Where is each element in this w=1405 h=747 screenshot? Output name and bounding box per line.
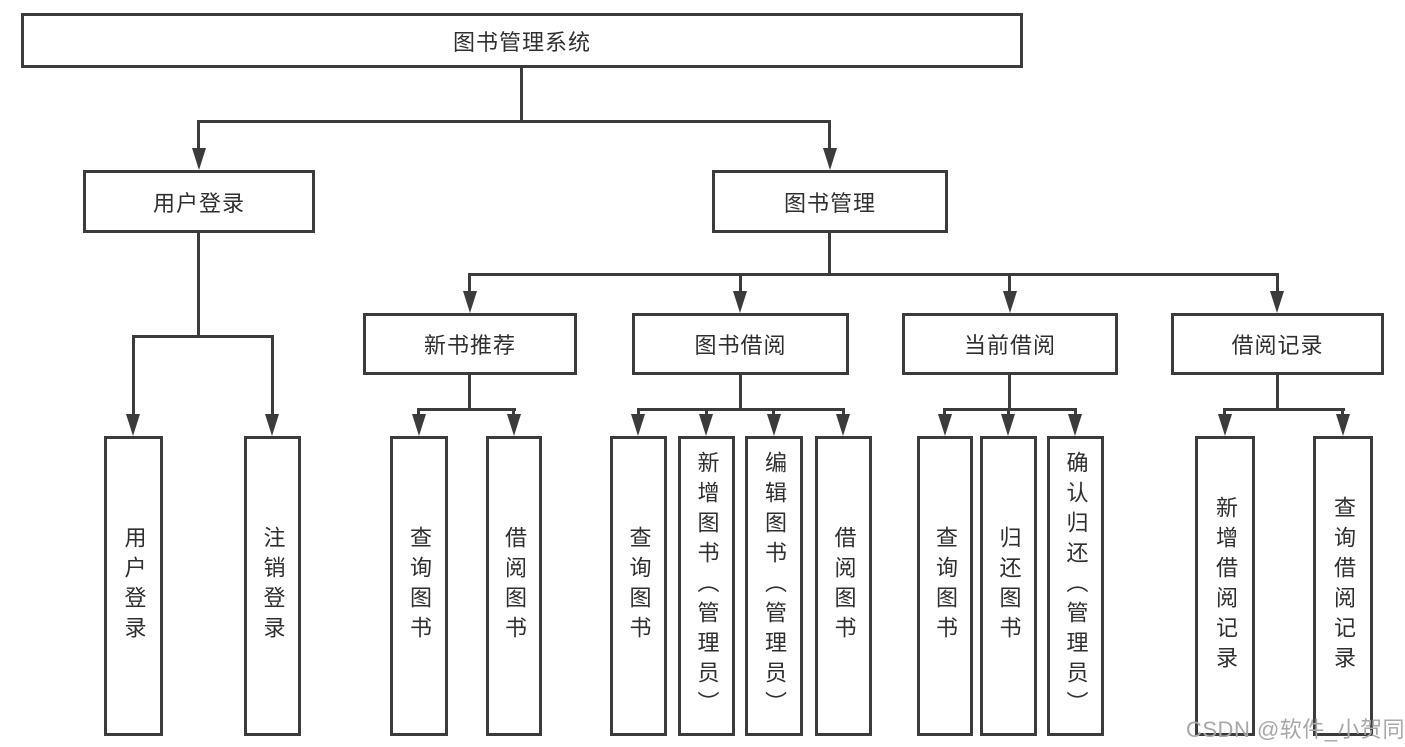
edge-drop-leaf (943, 408, 946, 416)
leaf-add-borrow-record: 新增借阅记录 (1195, 436, 1255, 736)
node-borrow-records-label: 借阅记录 (1231, 333, 1324, 358)
edge-drop-leaf (417, 408, 420, 416)
edge-records-stem (1276, 373, 1279, 408)
arrow-down-icon (507, 414, 521, 436)
leaf-borrow-query-book: 查询图书 (610, 436, 667, 736)
edge-drop-leaf (705, 408, 708, 416)
edge-user-login-stem (197, 231, 200, 335)
leaf-query-borrow-record: 查询借阅记录 (1313, 436, 1373, 736)
edge-drop-leaf (512, 408, 515, 416)
edge-drop-leaf-logout (271, 335, 274, 416)
node-new-book-recommend-label: 新书推荐 (423, 333, 516, 358)
node-user-login-label: 用户登录 (152, 190, 245, 216)
node-current-borrow-label: 当前借阅 (963, 333, 1056, 358)
leaf-confirm-return-admin-label: 确认归还（管理员） (1063, 451, 1089, 721)
leaf-borrow-book-label: 借阅图书 (831, 526, 857, 646)
edge-drop-leaf (1007, 408, 1010, 416)
edge-drop-user-login (197, 120, 200, 148)
edge-drop-leaf (772, 408, 775, 416)
node-book-borrow: 图书借阅 (632, 313, 849, 375)
edge-drop-borrow-records (1276, 273, 1279, 291)
leaf-borrow-query-book-label: 查询图书 (626, 526, 652, 646)
arrow-down-icon (126, 414, 140, 436)
leaf-return-book-label: 归还图书 (996, 526, 1022, 646)
edge-drop-book-borrow (739, 273, 742, 291)
arrow-down-icon (938, 414, 952, 436)
arrow-down-icon (265, 414, 279, 436)
edge-recommend-stem (468, 373, 471, 408)
arrow-down-icon (1003, 291, 1017, 313)
leaf-confirm-return-admin: 确认归还（管理员） (1047, 436, 1104, 736)
arrow-down-icon (836, 414, 850, 436)
edge-drop-current-borrow (1008, 273, 1011, 291)
arrow-down-icon (192, 148, 206, 170)
leaf-edit-book-admin-label: 编辑图书（管理员） (762, 451, 787, 721)
arrow-down-icon (733, 291, 747, 313)
node-book-management-label: 图书管理 (783, 190, 876, 216)
edge-drop-new-book-recommend (468, 273, 471, 291)
arrow-down-icon (1270, 291, 1284, 313)
arrow-down-icon (463, 291, 477, 313)
node-user-login: 用户登录 (83, 170, 315, 233)
arrow-down-icon (1068, 414, 1082, 436)
node-current-borrow: 当前借阅 (902, 313, 1118, 375)
arrow-down-icon (412, 414, 426, 436)
leaf-recommend-query-book-label: 查询图书 (407, 526, 432, 646)
node-root: 图书管理系统 (21, 13, 1023, 68)
edge-drop-leaf (1223, 408, 1226, 416)
edge-drop-leaf (637, 408, 640, 416)
edge-borrow-rail (637, 408, 845, 411)
node-new-book-recommend: 新书推荐 (363, 313, 577, 375)
edge-borrow-stem (739, 373, 742, 408)
watermark: CSDN @软件_小贺同学 (1186, 717, 1405, 742)
edge-current-rail (943, 408, 1077, 411)
arrow-down-icon (1001, 414, 1015, 436)
leaf-logout-label: 注销登录 (260, 526, 286, 646)
node-book-management: 图书管理 (712, 170, 948, 233)
node-borrow-records: 借阅记录 (1171, 313, 1384, 375)
leaf-recommend-borrow-book-label: 借阅图书 (502, 526, 527, 646)
node-book-borrow-label: 图书借阅 (694, 333, 787, 358)
edge-current-stem (1008, 373, 1011, 408)
arrow-down-icon (699, 414, 713, 436)
leaf-user-login-label: 用户登录 (121, 526, 147, 646)
edge-drop-leaf-user-login (132, 335, 135, 416)
edge-drop-leaf (1341, 408, 1344, 416)
leaf-query-borrow-record-label: 查询借阅记录 (1331, 496, 1356, 676)
leaf-current-query-book-label: 查询图书 (933, 526, 958, 646)
leaf-recommend-query-book: 查询图书 (390, 436, 448, 736)
edge-drop-leaf (842, 408, 845, 416)
arrow-down-icon (631, 414, 645, 436)
arrow-down-icon (1336, 414, 1350, 436)
leaf-user-login: 用户登录 (104, 436, 163, 736)
edge-level1-rail (197, 120, 831, 123)
arrow-down-icon (823, 148, 837, 170)
edge-user-login-rail (132, 335, 274, 338)
leaf-add-borrow-record-label: 新增借阅记录 (1213, 496, 1238, 676)
edge-drop-book-management (828, 120, 831, 148)
leaf-recommend-borrow-book: 借阅图书 (486, 436, 542, 736)
leaf-logout: 注销登录 (244, 436, 301, 736)
leaf-current-query-book: 查询图书 (917, 436, 973, 736)
leaf-add-book-admin-label: 新增图书（管理员） (694, 451, 720, 721)
node-root-label: 图书管理系统 (452, 29, 591, 55)
edge-book-management-stem (828, 231, 831, 273)
edge-recommend-rail (417, 408, 516, 411)
leaf-return-book: 归还图书 (980, 436, 1037, 736)
edge-root-stem (520, 68, 523, 120)
edge-level2-rail (468, 273, 1279, 276)
edge-drop-leaf (1074, 408, 1077, 416)
arrow-down-icon (1218, 414, 1232, 436)
leaf-add-book-admin: 新增图书（管理员） (678, 436, 735, 736)
arrow-down-icon (767, 414, 781, 436)
edge-records-rail (1223, 408, 1345, 411)
leaf-edit-book-admin: 编辑图书（管理员） (745, 436, 803, 736)
leaf-borrow-book: 借阅图书 (815, 436, 872, 736)
